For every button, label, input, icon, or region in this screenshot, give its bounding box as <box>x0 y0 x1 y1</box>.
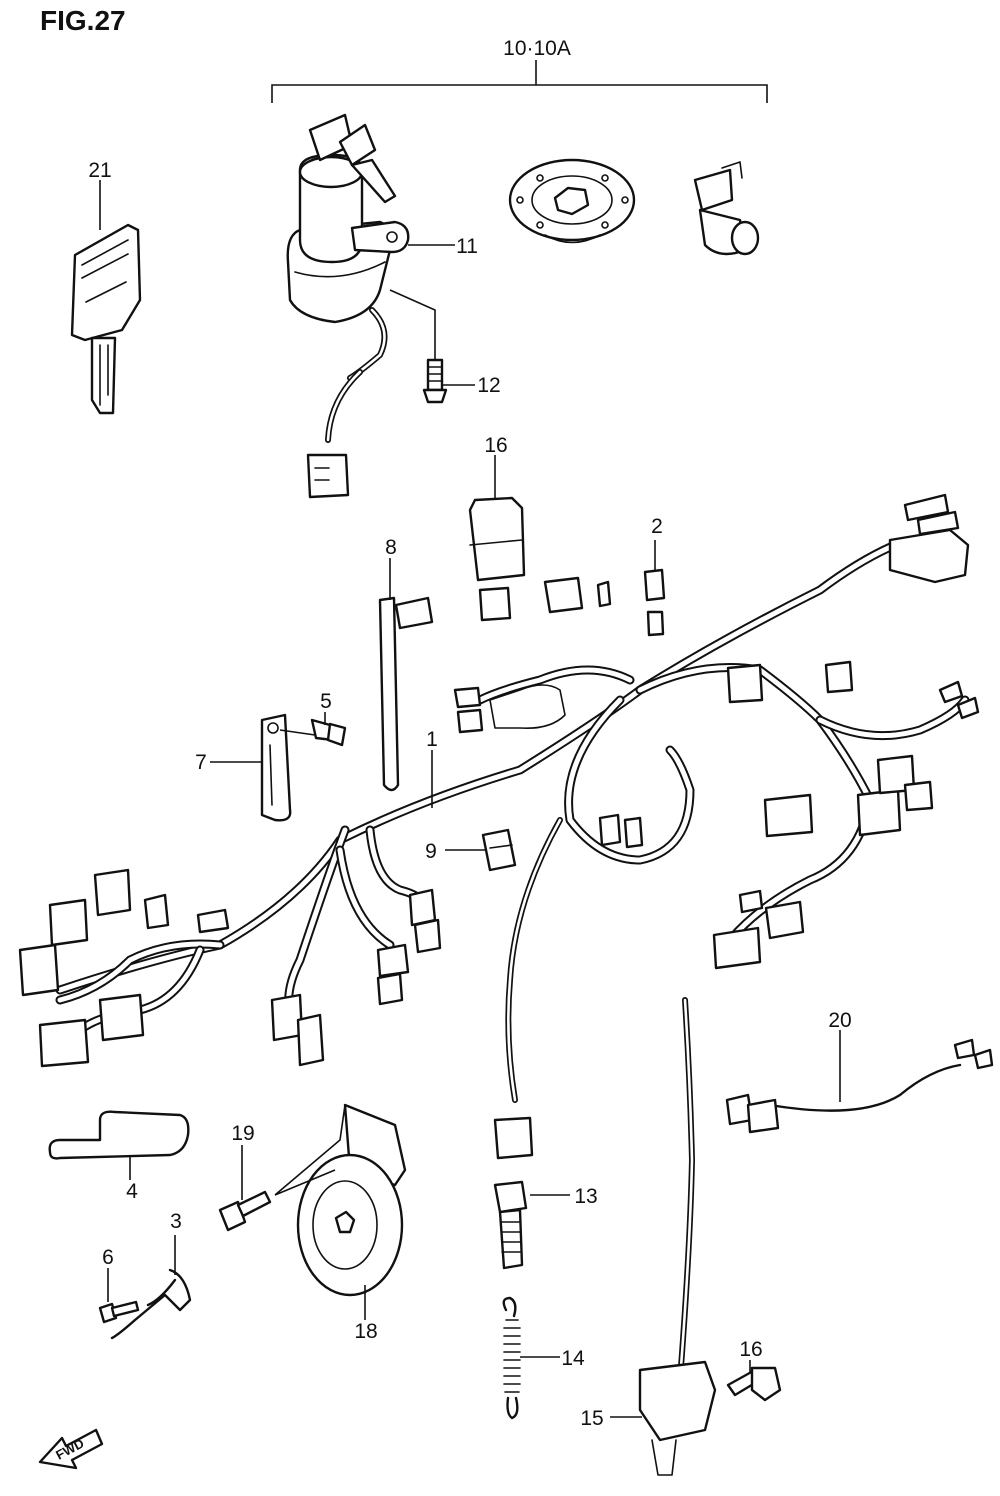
callout-16-upper: 16 <box>484 434 507 457</box>
key <box>70 223 142 415</box>
assembly-label: 10·10A <box>503 37 571 60</box>
callout-4: 4 <box>126 1180 138 1203</box>
callout-20: 20 <box>828 1009 851 1032</box>
callout-2: 2 <box>651 515 663 538</box>
callout-6: 6 <box>102 1246 114 1269</box>
sensor-15 <box>638 997 717 1476</box>
fuel-cap-lock <box>508 158 636 244</box>
bolt-5 <box>310 718 347 747</box>
assembly-bracket <box>271 60 768 103</box>
forward-arrow-icon <box>38 1428 104 1470</box>
callout-15: 15 <box>580 1407 603 1430</box>
callout-21: 21 <box>88 159 111 182</box>
callout-1: 1 <box>426 728 438 751</box>
seat-lock <box>693 161 760 256</box>
callout-18: 18 <box>354 1320 377 1343</box>
figure-title: FIG.27 <box>40 5 126 36</box>
screw-12 <box>422 358 448 404</box>
spring-14 <box>502 1296 521 1420</box>
callout-14: 14 <box>561 1347 585 1370</box>
callout-12: 12 <box>477 374 500 397</box>
bolt-16-lower <box>726 1366 782 1402</box>
callout-9: 9 <box>425 840 437 863</box>
callout-5: 5 <box>320 690 332 713</box>
bracket-7 <box>260 713 292 822</box>
callout-leaders <box>99 180 841 1418</box>
callout-7: 7 <box>195 751 207 774</box>
relay-16-upper <box>468 496 526 622</box>
callout-13: 13 <box>574 1185 597 1208</box>
diode <box>643 568 666 637</box>
callout-8: 8 <box>385 536 397 559</box>
ignition-switch <box>286 113 410 499</box>
clamp-3 <box>110 1268 192 1340</box>
screw-6 <box>98 1300 140 1324</box>
brake-switch-13 <box>493 817 563 1270</box>
callout-16-lower: 16 <box>739 1338 762 1361</box>
callout-19: 19 <box>231 1122 254 1145</box>
horn <box>296 1103 407 1297</box>
lead-wire-20 <box>725 1038 994 1134</box>
callout-3: 3 <box>170 1210 182 1233</box>
bolt-19 <box>218 1190 272 1232</box>
clamp-band <box>378 596 434 792</box>
callout-11: 11 <box>456 235 478 258</box>
main-wiring-harness <box>18 493 980 1068</box>
clip-9 <box>481 828 517 872</box>
clamp-4 <box>48 1110 190 1160</box>
